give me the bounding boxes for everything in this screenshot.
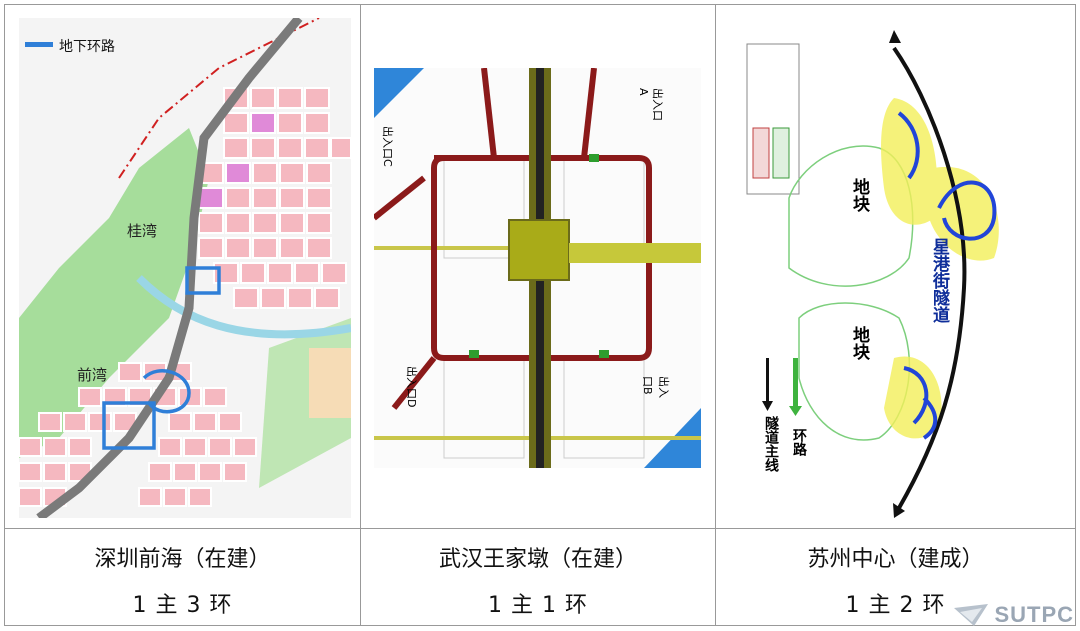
orange-parcel xyxy=(309,348,351,418)
caption-title: 深圳前海（在建） xyxy=(94,547,271,572)
suzhou-map-svg xyxy=(729,18,1067,518)
station-passage xyxy=(569,243,701,263)
arrow-south xyxy=(893,503,905,518)
wuhan-map-svg xyxy=(374,68,701,468)
exit-label-d: 出入口D xyxy=(405,366,418,408)
tunnel-label: 星港街隧道 xyxy=(929,238,949,323)
loop-legend-label: 环路 xyxy=(791,428,807,456)
exit-label-a: 出入口A xyxy=(637,88,664,121)
legend-label: 地下环路 xyxy=(59,39,115,55)
row-divider xyxy=(5,528,1075,529)
arrow-north xyxy=(889,30,901,43)
suzhou-center-map: 地块 地块 星港街隧道 环路 隧道主线 xyxy=(729,18,1067,518)
sutpc-logo-icon xyxy=(954,604,989,626)
caption-config: 1 主 2 环 xyxy=(845,593,946,618)
caption-title: 武汉王家墩（在建） xyxy=(438,547,637,572)
shenzhen-map-svg xyxy=(19,18,351,518)
legend-red-cell xyxy=(752,127,770,179)
sutpc-watermark: SUTPC xyxy=(954,602,1074,628)
wuhan-wangjiadun-map: 出入口C 出入口A 出入口D 出入口B xyxy=(374,68,701,468)
legend-green-line xyxy=(793,358,798,408)
shenzhen-qianhai-map: 地下环路 桂湾 前湾 xyxy=(19,18,351,518)
green-area xyxy=(19,128,209,458)
river xyxy=(136,275,351,339)
underground-loops xyxy=(102,266,221,450)
central-station xyxy=(508,219,570,281)
legend-box xyxy=(746,43,800,195)
main-legend-label: 隧道主线 xyxy=(763,416,779,472)
exit-label-b: 出入口B xyxy=(641,376,670,398)
loop-highlight-zones xyxy=(881,98,999,439)
caption-suzhou: 苏州中心（建成） 1 主 2 环 xyxy=(716,529,1075,627)
boundary-line xyxy=(118,18,320,179)
caption-wuhan: 武汉王家墩（在建） 1 主 1 环 xyxy=(361,529,715,627)
green-markers xyxy=(469,154,609,358)
legend-green-cell xyxy=(772,127,790,179)
main-tunnel-road xyxy=(36,18,303,518)
area-label-qianwan: 前湾 xyxy=(77,366,108,384)
loop-tunnels xyxy=(897,111,997,440)
block-label-south: 地块 xyxy=(849,326,869,360)
water-corner-top-left xyxy=(374,68,424,118)
caption-shenzhen: 深圳前海（在建） 1 主 3 环 xyxy=(5,529,360,627)
caption-config: 1 主 1 环 xyxy=(488,593,588,618)
legend-swatch xyxy=(25,42,53,47)
main-tunnel-line xyxy=(892,46,967,509)
area-label-guiwan: 桂湾 xyxy=(127,222,158,240)
column-divider-1 xyxy=(360,5,361,625)
caption-title: 苏州中心（建成） xyxy=(807,547,984,572)
watermark-text: SUTPC xyxy=(994,602,1074,627)
block-label-north: 地块 xyxy=(849,178,869,212)
legend-green-arrow xyxy=(789,406,802,416)
comparison-table: 地下环路 桂湾 前湾 xyxy=(4,4,1076,626)
legend-black-arrow xyxy=(762,401,773,411)
legend-black-line xyxy=(766,358,769,403)
column-divider-2 xyxy=(715,5,716,625)
caption-config: 1 主 3 环 xyxy=(132,593,233,618)
exit-label-c: 出入口C xyxy=(381,126,394,167)
